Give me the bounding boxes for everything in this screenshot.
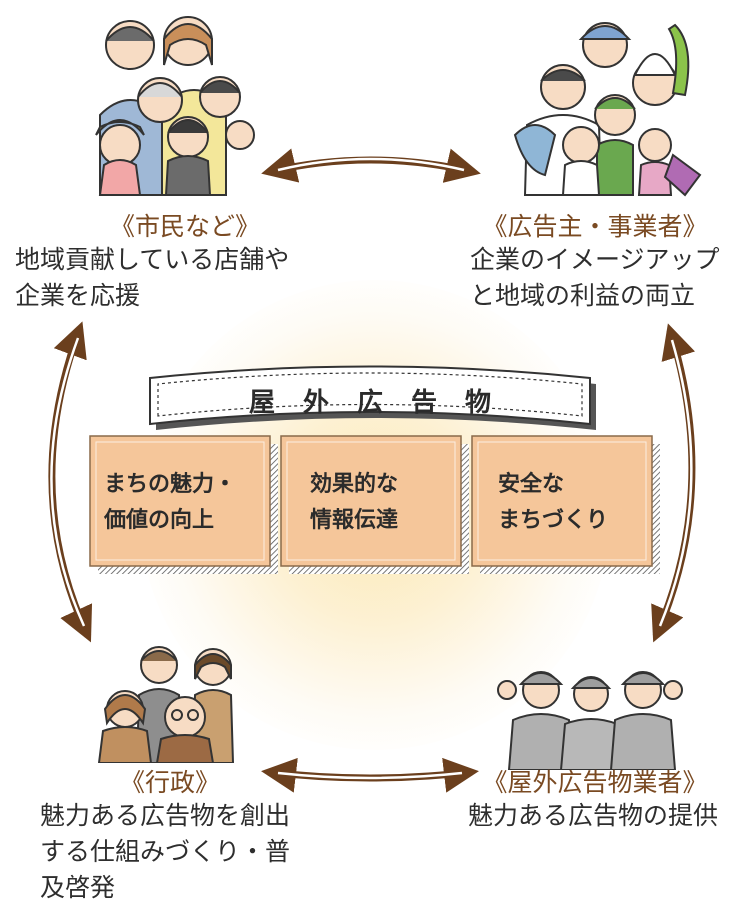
box-3	[471, 435, 660, 574]
citizens-title: 《市民など》	[109, 212, 260, 241]
government-desc-line2: する仕組みづくり・普	[40, 837, 291, 866]
box-1-line1: まちの魅力・	[104, 471, 237, 497]
box-2	[280, 435, 469, 574]
box-3-text: 安全な まちづくり	[498, 466, 608, 538]
government-desc-line3: 及啓発	[40, 873, 116, 902]
outdoor-ad-companies-desc: 魅力ある広告物の提供	[468, 798, 734, 834]
arrow-citizens-advertisers	[261, 148, 481, 183]
government-title: 《行政》	[119, 768, 220, 797]
advertisers-desc-line2: と地域の利益の両立	[470, 281, 696, 310]
arrow-government-outdoor	[261, 757, 479, 793]
family-group-icon	[95, 16, 255, 196]
citizens-desc-line1: 地域貢献している店舗や	[15, 245, 290, 274]
citizens-desc-line2: 企業を応援	[15, 281, 141, 310]
government-desc: 魅力ある広告物を創出 する仕組みづくり・普 及啓発	[40, 798, 330, 906]
box-2-text: 効果的な 情報伝達	[310, 466, 398, 538]
citizens-desc: 地域貢献している店舗や 企業を応援	[15, 242, 335, 314]
banner-ribbon	[149, 365, 596, 430]
arrow-advertisers-outdoor	[651, 323, 696, 643]
arrow-citizens-government	[48, 321, 93, 643]
box-1	[89, 435, 278, 574]
outdoor-ad-companies-title: 《屋外広告物業者》	[482, 768, 708, 797]
merchants-group-icon	[513, 22, 702, 197]
officials-group-icon	[97, 646, 235, 763]
workers-group-icon	[497, 671, 683, 770]
advertisers-desc-line1: 企業のイメージアップ	[470, 245, 720, 274]
outdoor-ad-companies-desc-line1: 魅力ある広告物の提供	[468, 801, 719, 830]
box-2-line2: 情報伝達	[310, 507, 399, 533]
box-1-text: まちの魅力・ 価値の向上	[104, 466, 236, 538]
box-3-line1: 安全な	[498, 471, 565, 497]
government-desc-line1: 魅力ある広告物を創出	[40, 801, 291, 830]
advertisers-title: 《広告主・事業者》	[482, 212, 708, 241]
box-1-line2: 価値の向上	[104, 507, 215, 533]
box-3-line2: まちづくり	[498, 507, 609, 533]
box-2-line1: 効果的な	[310, 471, 399, 497]
banner-title: 屋外広告物	[248, 388, 519, 418]
advertisers-desc: 企業のイメージアップ と地域の利益の両立	[470, 242, 734, 314]
